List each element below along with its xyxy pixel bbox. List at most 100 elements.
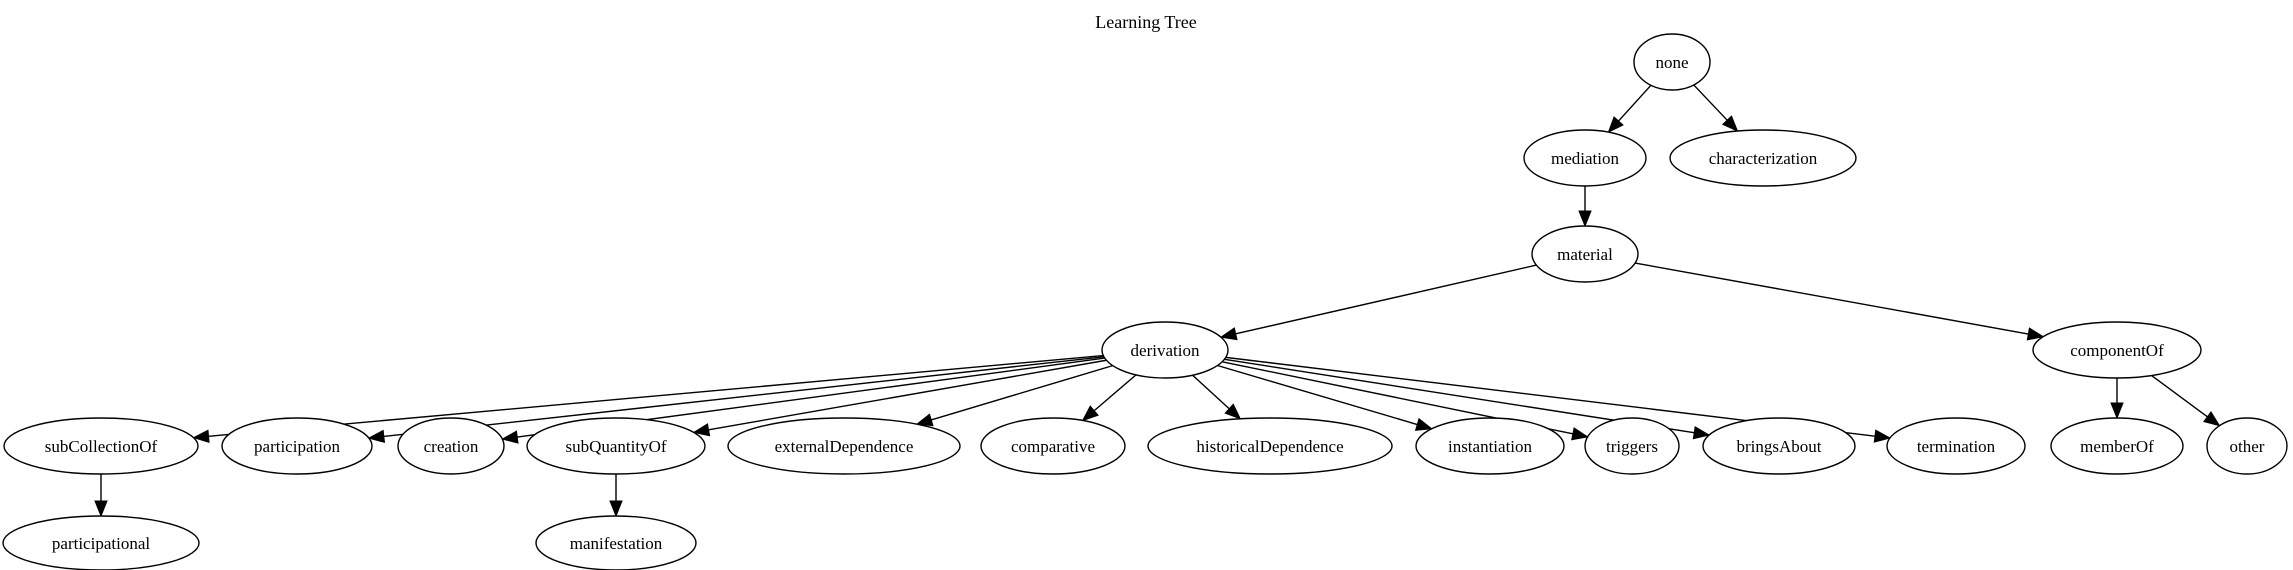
arrowhead-icon — [609, 500, 623, 518]
edge-none-to-mediation — [1607, 84, 1652, 134]
edge-line — [1235, 264, 1537, 335]
node-ellipse — [397, 417, 505, 475]
arrowhead-icon — [1692, 426, 1711, 440]
node-label: participational — [52, 534, 150, 553]
arrowhead-icon — [1571, 427, 1589, 441]
arrowhead-icon — [1607, 116, 1624, 134]
edge-derivation-to-comparative — [1081, 374, 1137, 422]
node-ellipse — [1702, 417, 1856, 475]
node-characterization: characterization — [1669, 129, 1857, 187]
node-ellipse — [1669, 129, 1857, 187]
edge-line — [931, 364, 1113, 421]
node-participational: participational — [2, 515, 200, 570]
arrowhead-icon — [367, 429, 386, 444]
node-ellipse — [3, 417, 199, 475]
node-subQuantityOf: subQuantityOf — [526, 417, 706, 475]
node-instantiation: instantiation — [1415, 417, 1565, 475]
node-label: participation — [254, 437, 340, 456]
node-historicalDependence: historicalDependence — [1147, 417, 1393, 475]
edge-line — [1093, 374, 1137, 412]
edge-derivation-to-externalDependence — [915, 364, 1113, 427]
node-subCollectionOf: subCollectionOf — [3, 417, 199, 475]
node-ellipse — [727, 417, 961, 475]
edge-derivation-to-instantiation — [1217, 364, 1433, 431]
node-ellipse — [1633, 33, 1711, 91]
node-ellipse — [1101, 321, 1229, 379]
node-externalDependence: externalDependence — [727, 417, 961, 475]
node-ellipse — [1523, 129, 1647, 187]
node-termination: termination — [1886, 417, 2026, 475]
node-ellipse — [2050, 417, 2184, 475]
node-participation: participation — [221, 417, 373, 475]
arrowhead-icon — [1224, 403, 1242, 420]
node-other: other — [2206, 417, 2288, 475]
arrowhead-icon — [1721, 115, 1739, 133]
node-bringsAbout: bringsAbout — [1702, 417, 1856, 475]
edge-material-to-derivation — [1219, 264, 1537, 341]
node-label: bringsAbout — [1737, 437, 1822, 456]
node-label: mediation — [1551, 149, 1619, 168]
arrowhead-icon — [192, 429, 210, 443]
arrowhead-icon — [1414, 417, 1433, 431]
edge-line — [1635, 262, 2029, 335]
node-comparative: comparative — [980, 417, 1126, 475]
node-ellipse — [1147, 417, 1393, 475]
node-ellipse — [1886, 417, 2026, 475]
node-label: historicalDependence — [1196, 437, 1343, 456]
edge-line — [708, 359, 1107, 431]
node-label: termination — [1917, 437, 1996, 456]
arrowhead-icon — [94, 500, 108, 518]
node-label: other — [2230, 437, 2265, 456]
node-ellipse — [1415, 417, 1565, 475]
edge-material-to-componentOf — [1635, 262, 2045, 341]
node-label: none — [1655, 53, 1688, 72]
edge-line — [1192, 374, 1230, 410]
arrowhead-icon — [1578, 210, 1592, 228]
arrowhead-icon — [1219, 327, 1238, 341]
node-ellipse — [2206, 417, 2288, 475]
node-ellipse — [980, 417, 1126, 475]
edge-line — [2151, 374, 2208, 418]
node-label: externalDependence — [775, 437, 914, 456]
node-creation: creation — [397, 417, 505, 475]
edge-mediation-to-material — [1578, 186, 1592, 228]
diagram-title: Learning Tree — [1095, 12, 1196, 32]
arrowhead-icon — [2026, 327, 2045, 341]
edge-line — [1217, 364, 1418, 426]
node-none: none — [1633, 33, 1711, 91]
arrowhead-icon — [2203, 411, 2221, 427]
node-ellipse — [1584, 417, 1680, 475]
node-ellipse — [2032, 321, 2202, 379]
node-label: triggers — [1606, 437, 1658, 456]
node-ellipse — [535, 515, 697, 570]
node-label: memberOf — [2080, 437, 2154, 456]
node-mediation: mediation — [1523, 129, 1647, 187]
nodes-layer: none mediation characterization material der… — [2, 33, 2288, 570]
node-label: comparative — [1011, 437, 1095, 456]
node-ellipse — [1531, 225, 1639, 283]
edge-none-to-characterization — [1693, 84, 1739, 133]
edge-componentOf-to-memberOf — [2110, 378, 2124, 420]
node-ellipse — [221, 417, 373, 475]
node-derivation: derivation — [1101, 321, 1229, 379]
node-ellipse — [2, 515, 200, 570]
node-label: material — [1557, 245, 1613, 264]
node-label: derivation — [1131, 341, 1200, 360]
node-label: instantiation — [1448, 437, 1533, 456]
arrowhead-icon — [2110, 402, 2124, 420]
edge-derivation-to-historicalDependence — [1192, 374, 1242, 420]
node-memberOf: memberOf — [2050, 417, 2184, 475]
arrowhead-icon — [915, 413, 934, 427]
node-label: subCollectionOf — [45, 437, 158, 456]
edge-componentOf-to-other — [2151, 374, 2221, 427]
edge-derivation-to-subQuantityOf — [692, 359, 1107, 437]
node-ellipse — [526, 417, 706, 475]
node-label: characterization — [1709, 149, 1818, 168]
node-label: subQuantityOf — [565, 437, 666, 456]
node-manifestation: manifestation — [535, 515, 697, 570]
edge-derivation-to-subCollectionOf — [192, 354, 1104, 443]
arrowhead-icon — [692, 423, 711, 437]
edge-line — [383, 356, 1104, 438]
node-triggers: triggers — [1584, 417, 1680, 475]
